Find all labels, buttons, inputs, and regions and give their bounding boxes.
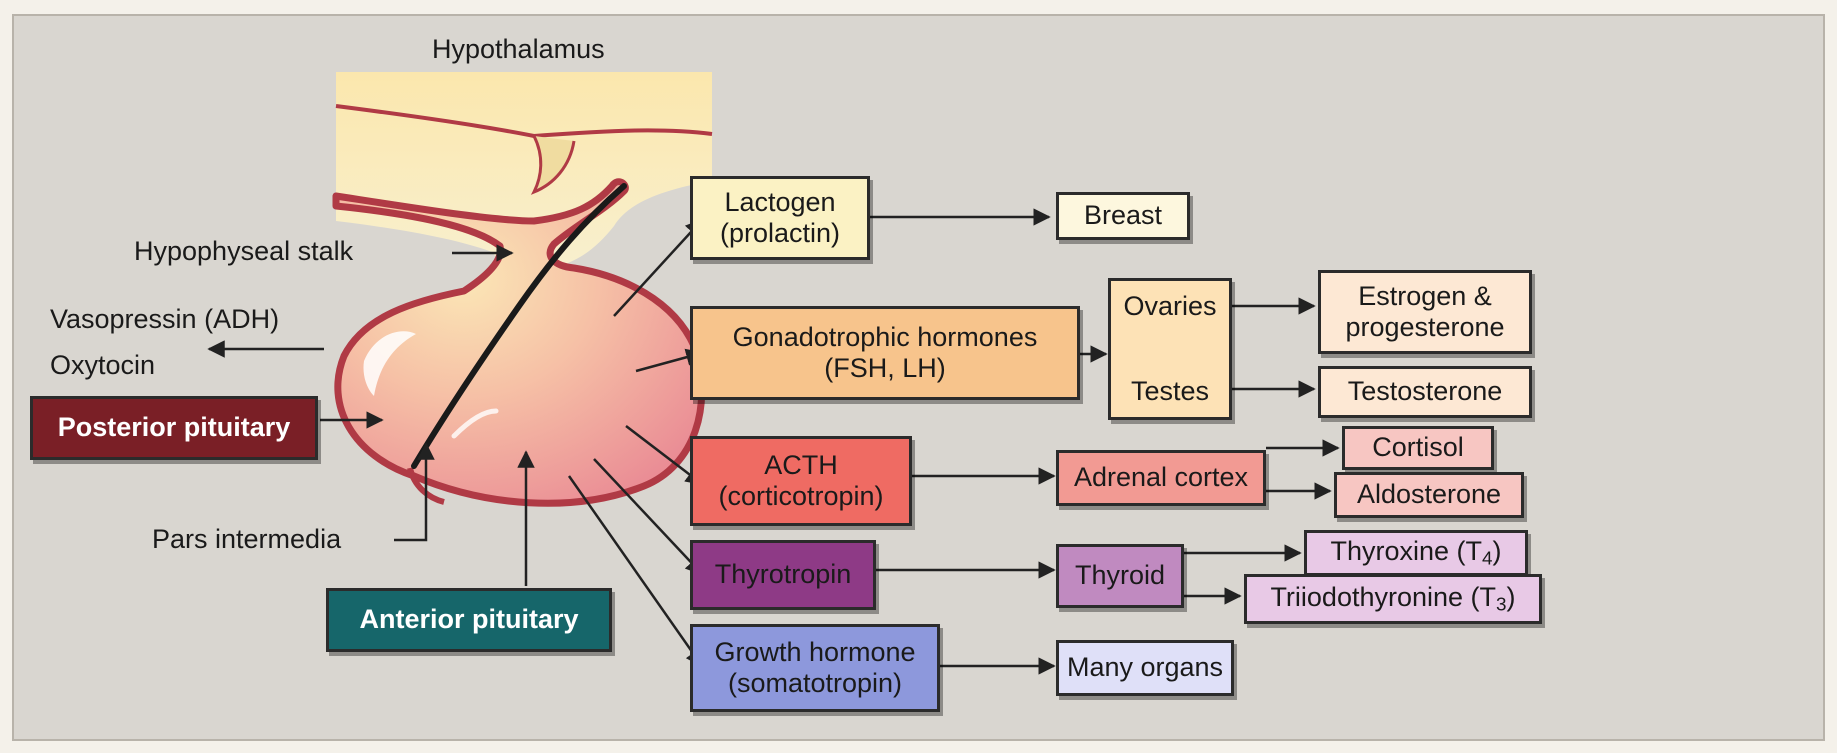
thyroxine-subscript: 4 xyxy=(1482,548,1493,569)
many-organs-box: Many organs xyxy=(1056,640,1234,696)
testosterone-label: Testosterone xyxy=(1348,376,1503,407)
aldosterone-label: Aldosterone xyxy=(1357,479,1501,510)
thyrotropin-box: Thyrotropin xyxy=(690,540,876,610)
testes-label: Testes xyxy=(1131,376,1209,407)
anterior-pituitary-callout: Anterior pituitary xyxy=(326,588,612,652)
gonadotrophic-box: Gonadotrophic hormones (FSH, LH) xyxy=(690,306,1080,400)
posterior-pituitary-callout: Posterior pituitary xyxy=(30,396,318,460)
breast-box: Breast xyxy=(1056,192,1190,240)
acth-box: ACTH (corticotropin) xyxy=(690,436,912,526)
growth-line2: (somatotropin) xyxy=(728,668,902,699)
anterior-pituitary-label: Anterior pituitary xyxy=(359,604,578,635)
cortisol-box: Cortisol xyxy=(1342,426,1494,470)
cortisol-label: Cortisol xyxy=(1372,432,1464,463)
oxytocin-label: Oxytocin xyxy=(50,350,155,381)
adrenal-label: Adrenal cortex xyxy=(1074,462,1248,493)
estrogen-line2: progesterone xyxy=(1345,312,1504,343)
triiodothyronine-text: Triiodothyronine (T xyxy=(1270,582,1496,612)
thyroxine-box: Thyroxine (T4) xyxy=(1304,530,1528,576)
acth-line1: ACTH xyxy=(764,450,838,481)
growth-hormone-box: Growth hormone (somatotropin) xyxy=(690,624,940,712)
estrogen-box: Estrogen & progesterone xyxy=(1318,270,1532,354)
aldosterone-box: Aldosterone xyxy=(1334,472,1524,518)
lactogen-line2: (prolactin) xyxy=(720,218,840,249)
thyroxine-text: Thyroxine (T xyxy=(1330,536,1482,566)
triiodothyronine-label: Triiodothyronine (T3) xyxy=(1270,582,1515,616)
ovaries-label: Ovaries xyxy=(1123,291,1216,322)
gonads-box: Ovaries Testes xyxy=(1108,278,1232,420)
acth-line2: (corticotropin) xyxy=(718,481,883,512)
lactogen-box: Lactogen (prolactin) xyxy=(690,176,870,260)
pituitary-gland xyxy=(336,182,702,504)
diagram-canvas: Hypothalamus Hypophyseal stalk Vasopress… xyxy=(12,14,1825,741)
many-organs-label: Many organs xyxy=(1067,652,1223,683)
breast-label: Breast xyxy=(1084,200,1162,231)
triiodothyronine-subscript: 3 xyxy=(1496,594,1507,615)
hypophyseal-stalk-label: Hypophyseal stalk xyxy=(134,236,353,267)
thyroxine-label: Thyroxine (T4) xyxy=(1330,536,1501,570)
adrenal-cortex-box: Adrenal cortex xyxy=(1056,450,1266,506)
hypothalamus-label: Hypothalamus xyxy=(432,34,605,65)
triiodothyronine-box: Triiodothyronine (T3) xyxy=(1244,574,1542,624)
gonadotrophic-line1: Gonadotrophic hormones xyxy=(733,322,1038,353)
gonadotrophic-line2: (FSH, LH) xyxy=(824,353,946,384)
testosterone-box: Testosterone xyxy=(1318,366,1532,418)
thyrotropin-label: Thyrotropin xyxy=(715,559,852,590)
lactogen-line1: Lactogen xyxy=(724,187,835,218)
thyroid-box: Thyroid xyxy=(1056,544,1184,608)
thyroid-label: Thyroid xyxy=(1075,560,1165,591)
pars-intermedia-label: Pars intermedia xyxy=(152,524,341,555)
growth-line1: Growth hormone xyxy=(714,637,915,668)
posterior-pituitary-label: Posterior pituitary xyxy=(58,412,291,443)
estrogen-line1: Estrogen & xyxy=(1358,281,1492,312)
vasopressin-label: Vasopressin (ADH) xyxy=(50,304,279,335)
